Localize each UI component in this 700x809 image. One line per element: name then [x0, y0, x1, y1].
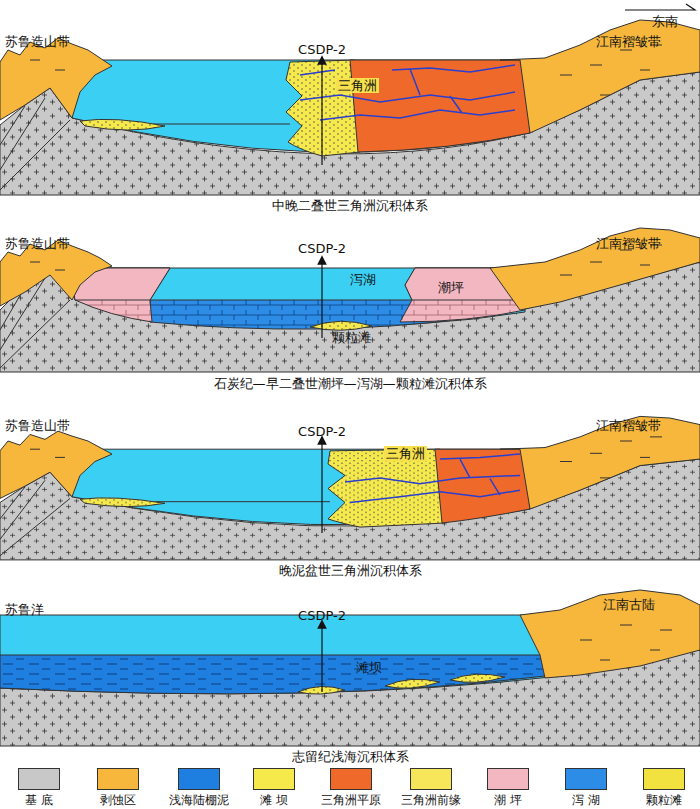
panel-caption: 晚泥盆世三角洲沉积体系 [279, 563, 422, 578]
legend-swatch [643, 768, 685, 790]
region-label: 江南古陆 [603, 597, 655, 612]
direction-label: 东南 [652, 14, 678, 29]
legend-text: 颗粒滩 [646, 793, 682, 807]
facies-label: 三角洲 [384, 446, 427, 461]
region-label: 江南褶皱带 [596, 418, 661, 433]
panel-caption: 石炭纪—早二叠世潮坪—泻湖—颗粒滩沉积体系 [214, 376, 487, 391]
facies-label: 三角洲 [336, 78, 379, 93]
region-label: 江南褶皱带 [596, 236, 661, 251]
legend-swatch [330, 768, 372, 790]
legend-text: 基 底 [25, 793, 53, 807]
facies-label: 颗粒滩 [332, 330, 371, 345]
region-label: 苏鲁造山带 [5, 418, 70, 433]
panel-caption: 中晚二叠世三角洲沉积体系 [272, 198, 428, 213]
legend-text: 泻 湖 [572, 793, 600, 807]
legend-swatch [410, 768, 452, 790]
legend-swatch [487, 768, 529, 790]
borehole-label: CSDP-2 [298, 424, 346, 439]
legend-text: 滩 坝 [260, 793, 288, 807]
legend-text: 浅海陆棚泥 [169, 793, 229, 807]
facies-label: 泻湖 [350, 272, 376, 287]
legend-swatch [97, 768, 139, 790]
legend-swatch [565, 768, 607, 790]
region-label: 江南褶皱带 [596, 34, 661, 49]
facies-label: 滩坝 [356, 660, 382, 675]
borehole-label: CSDP-2 [298, 608, 346, 623]
legend-swatch [253, 768, 295, 790]
region-label: 苏鲁洋 [5, 602, 44, 617]
region-label: 苏鲁造山带 [5, 34, 70, 49]
legend-swatch [18, 768, 60, 790]
panel-caption: 志留纪浅海沉积体系 [292, 749, 409, 764]
legend-text: 剥蚀区 [100, 793, 136, 807]
facies-label: 潮坪 [438, 280, 464, 295]
borehole-label: CSDP-2 [298, 42, 346, 57]
region-label: 苏鲁造山带 [5, 236, 70, 251]
legend-text: 三角洲前缘 [401, 793, 461, 807]
legend-swatch [178, 768, 220, 790]
legend-text: 三角洲平原 [321, 793, 381, 807]
borehole-label: CSDP-2 [298, 241, 346, 256]
legend-text: 潮 坪 [494, 793, 522, 807]
